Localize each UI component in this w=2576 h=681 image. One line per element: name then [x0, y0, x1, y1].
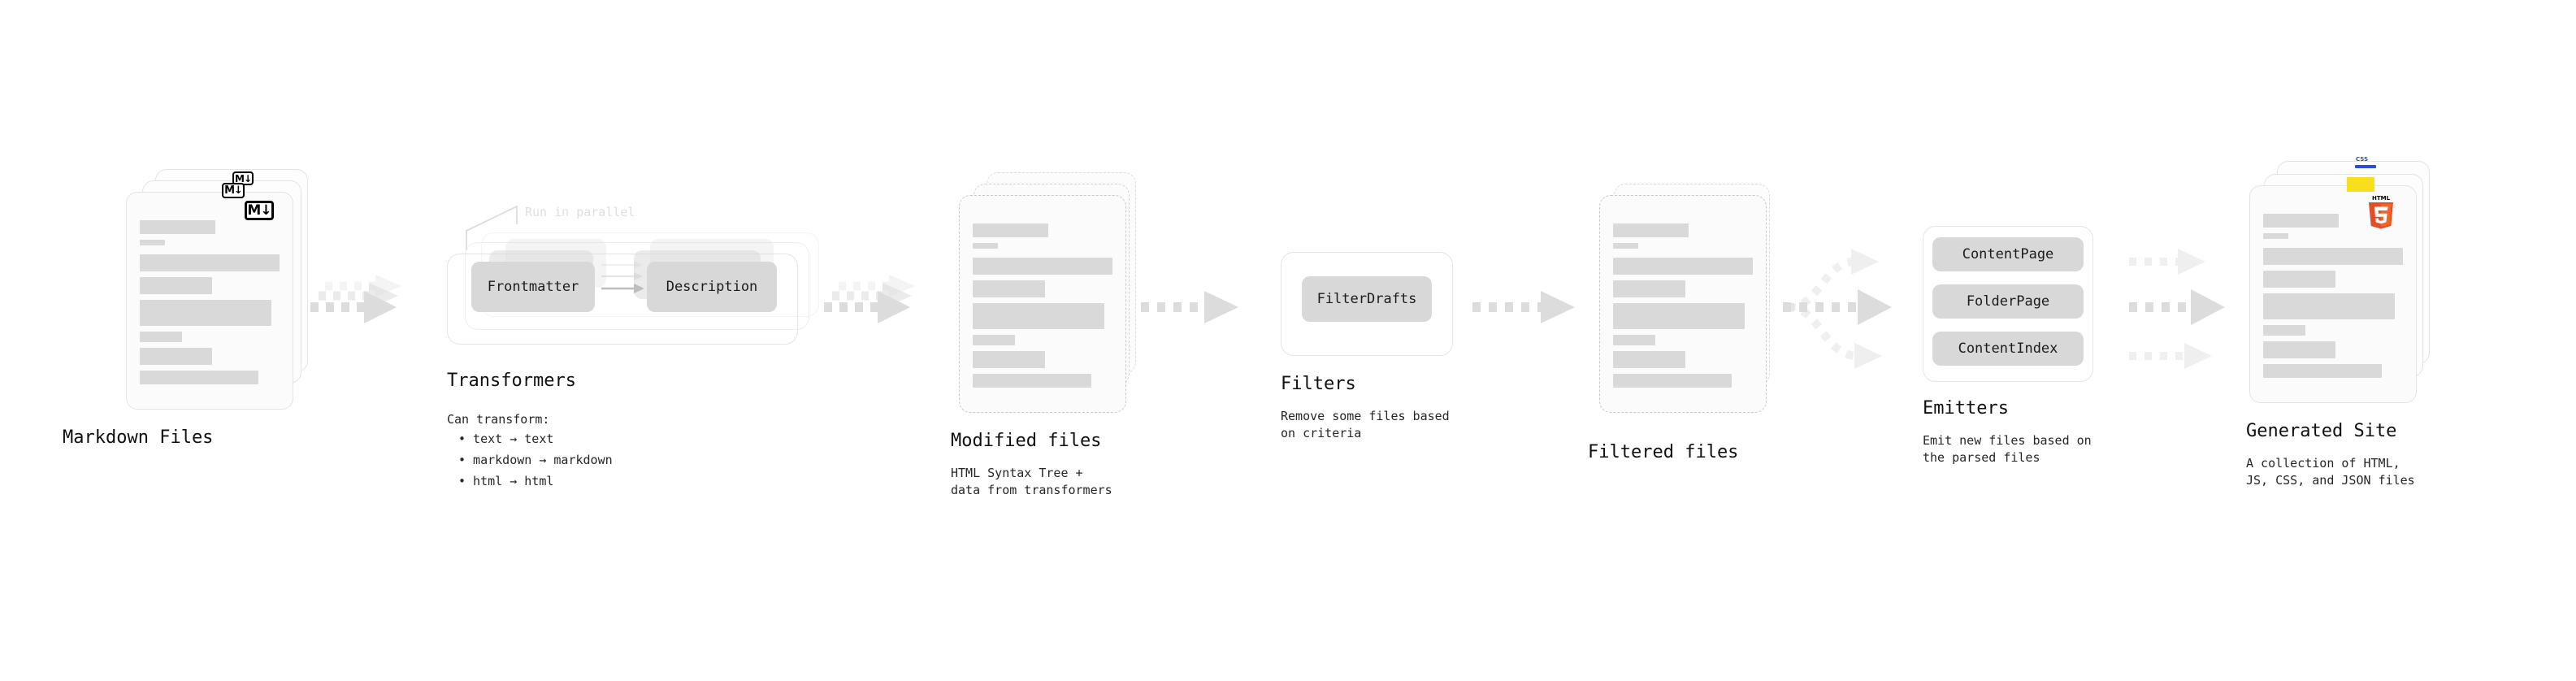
html5-badge: HTML: [2369, 195, 2393, 229]
markdown-badge: M↓: [245, 201, 274, 220]
file-content-lines: [973, 223, 1112, 393]
pill-description[interactable]: Description: [647, 262, 777, 312]
pill-contentpage[interactable]: ContentPage: [1932, 237, 2084, 271]
file-content-lines: [2263, 214, 2403, 384]
stage-title-emitters: Emitters: [1923, 398, 2009, 419]
run-in-parallel-bracket: [466, 205, 518, 250]
file-content-lines: [1613, 223, 1753, 393]
filtered-card-front: [1599, 195, 1767, 413]
stage-title-filters: Filters: [1281, 374, 1356, 394]
arrow-filters-to-filtered: [1472, 291, 1575, 323]
stage-title-filtered-files: Filtered files: [1588, 442, 1739, 462]
stage-subtitle-filters: Remove some files based on criteria: [1281, 409, 1450, 440]
stage-subtitle-transformers: Can transform:: [447, 412, 550, 427]
site-card-front: [2249, 185, 2417, 403]
emitters-group: [1923, 226, 2093, 382]
arrow-emitters-to-site: [2129, 249, 2225, 369]
svg-text:HTML: HTML: [2372, 195, 2391, 202]
transformer-inner-arrows: [601, 261, 644, 293]
stage-subtitle-generated-site: A collection of HTML, JS, CSS, and JSON …: [2246, 456, 2415, 488]
stage-title-generated-site: Generated Site: [2246, 421, 2397, 441]
css-badge-underline: [2355, 165, 2376, 168]
transformer-group-back-1: [465, 242, 809, 330]
file-content-lines: [140, 220, 280, 390]
arrow-transformers-to-modified: [824, 275, 915, 323]
transformer-bullet-1: • markdown → markdown: [458, 453, 613, 467]
pill-folderpage[interactable]: FolderPage: [1932, 284, 2084, 319]
markdown-badge-back-1: M↓: [222, 183, 245, 198]
transformer-bullet-0: • text → text: [458, 432, 554, 446]
stage-subtitle-modified-files: HTML Syntax Tree + data from transformer…: [951, 466, 1112, 497]
arrow-filtered-to-emitters: [1783, 249, 1892, 369]
stage-title-transformers: Transformers: [447, 371, 576, 391]
transformer-bullet-2: • html → html: [458, 474, 554, 488]
js-badge: [2347, 177, 2374, 192]
modified-card-front: [959, 195, 1126, 413]
css-badge-label: CSS: [2356, 156, 2369, 163]
transformer-group-front: [447, 254, 798, 345]
stage-title-markdown-files: Markdown Files: [63, 427, 214, 448]
file-card-front: [126, 192, 293, 410]
filters-group: [1281, 252, 1453, 356]
stage-subtitle-emitters: Emit new files based on the parsed files: [1923, 433, 2092, 465]
pill-filterdrafts[interactable]: FilterDrafts: [1302, 276, 1432, 322]
arrow-markdown-to-transformers: [310, 275, 401, 323]
pill-frontmatter[interactable]: Frontmatter: [471, 262, 595, 312]
pill-contentindex[interactable]: ContentIndex: [1932, 332, 2084, 366]
arrow-modified-to-filters: [1141, 291, 1238, 323]
stage-title-modified-files: Modified files: [951, 431, 1102, 451]
run-in-parallel-label: Run in parallel: [525, 205, 635, 219]
